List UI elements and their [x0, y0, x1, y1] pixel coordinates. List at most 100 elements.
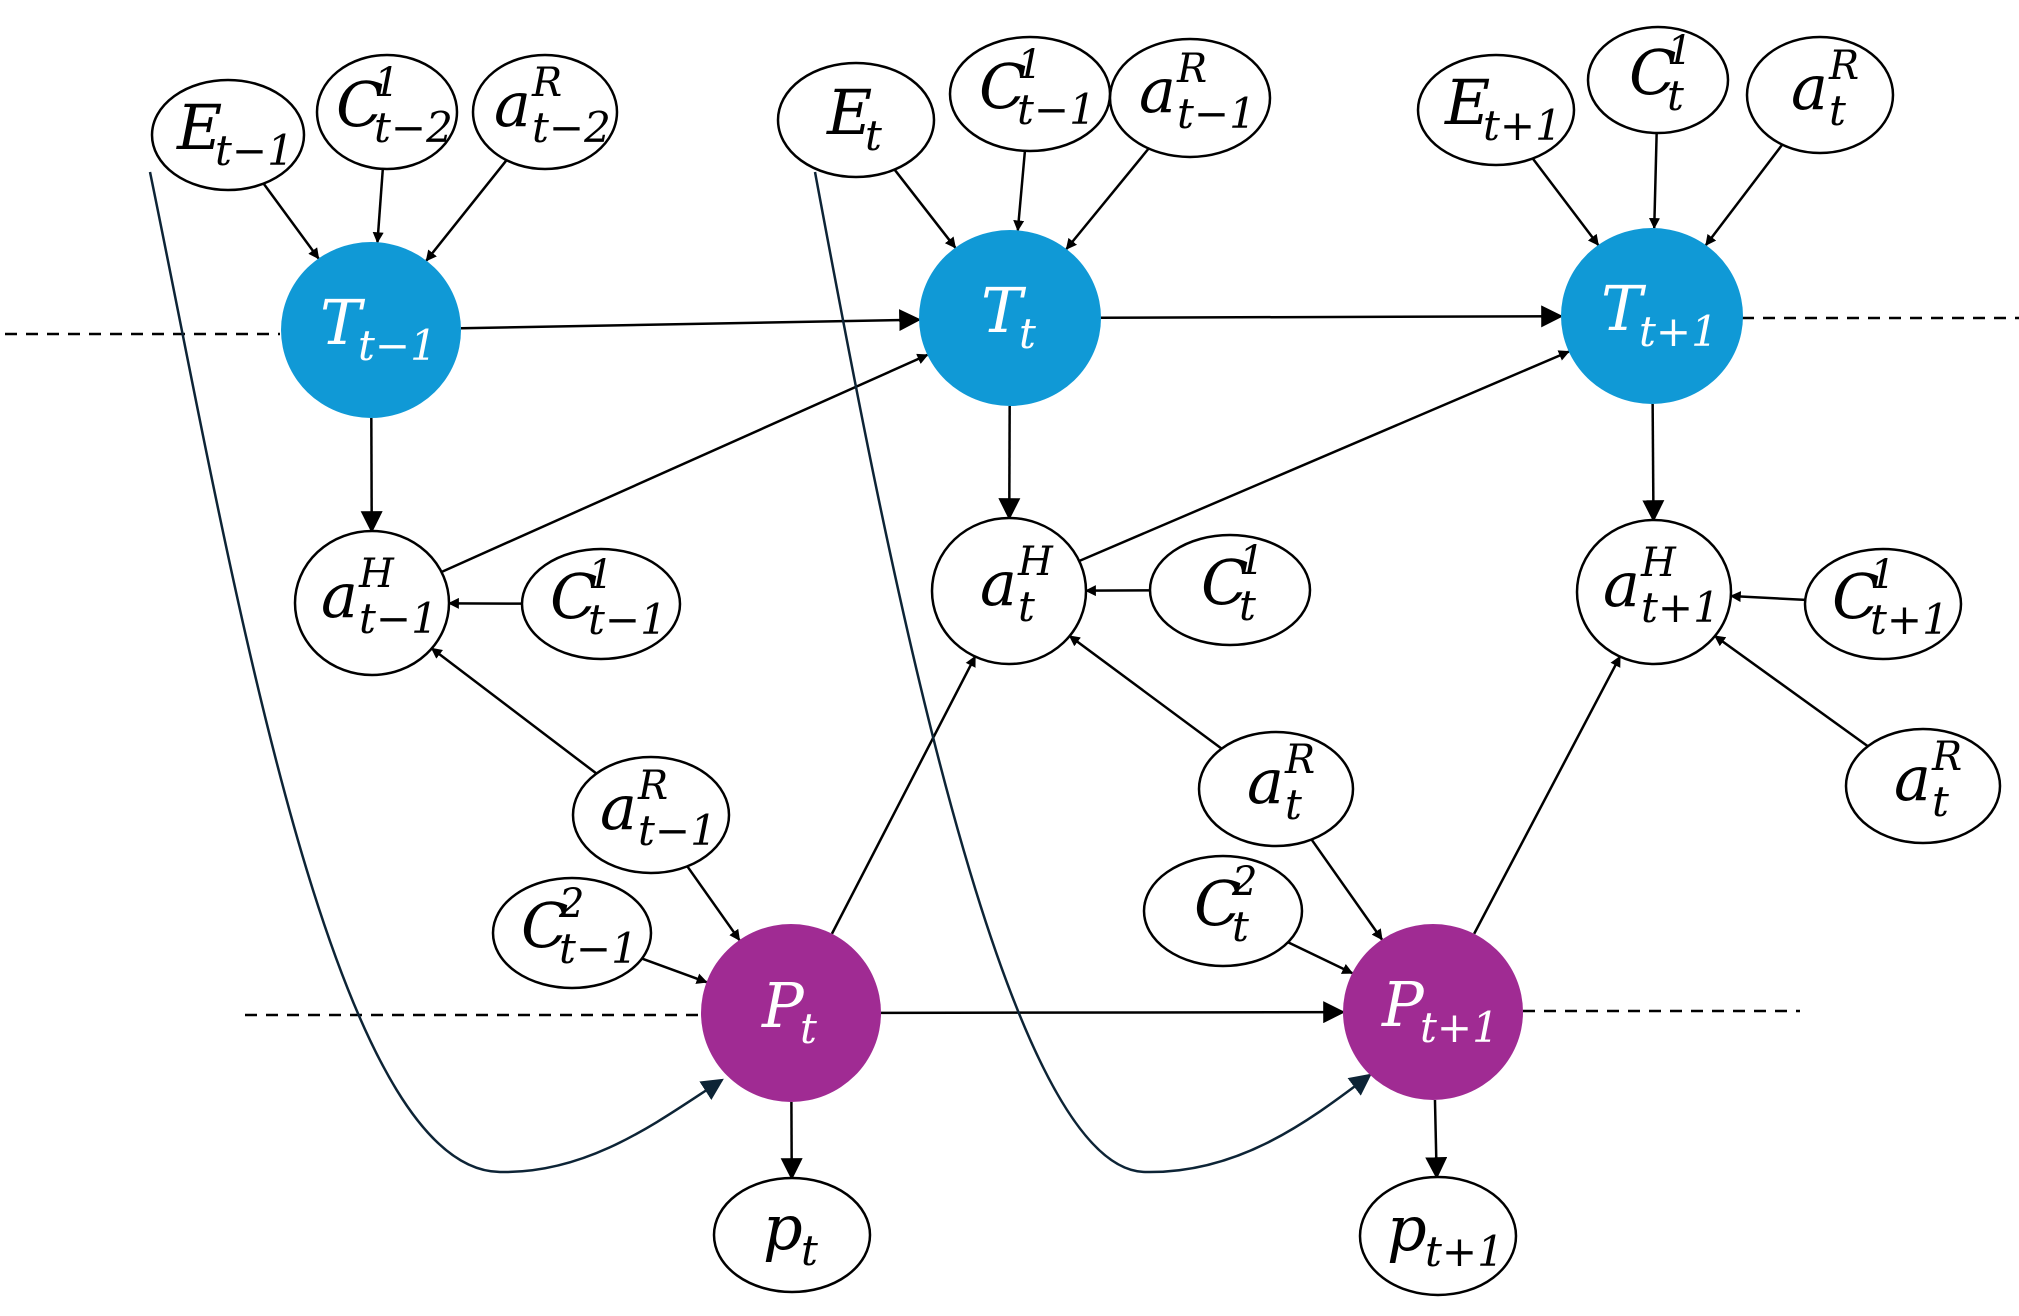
node-ellipse — [571, 755, 731, 875]
node-fill-circle — [1343, 924, 1523, 1100]
node-label-sub: t−1 — [1017, 85, 1096, 134]
node-label-sub: t−2 — [374, 103, 453, 152]
node-label-base: a — [1603, 548, 1640, 621]
node-C1_t_top: C1t — [1586, 25, 1730, 135]
node-p_t: pt — [712, 1176, 872, 1294]
edge-T_tm1-to-T_t — [460, 309, 922, 332]
node-label-base: C — [550, 560, 597, 633]
edge-aR_t_right-to-aH_tp1 — [1714, 634, 1869, 748]
node-ellipse — [1142, 854, 1304, 968]
node-C2_t: C2t — [1142, 854, 1304, 968]
node-label-sup: H — [1640, 540, 1677, 586]
node-label-base: T — [1601, 272, 1647, 345]
edge-C1_tm1_top-to-T_t — [1013, 150, 1027, 232]
node-label-sub: t+1 — [1420, 1003, 1499, 1052]
node-label-base: a — [980, 547, 1017, 620]
node-ellipse — [1844, 727, 2002, 845]
node-label-sub: t−2 — [532, 103, 611, 152]
node-label-base: a — [1139, 54, 1176, 127]
node-label-sub: t+1 — [1425, 1227, 1504, 1276]
edge-P_t-to-aH_t — [830, 655, 977, 935]
node-C1_tp1: C1t+1 — [1803, 547, 1963, 661]
node-ellipse — [1358, 1175, 1518, 1297]
node-label-base: C — [979, 50, 1026, 123]
node-label-sub: t−1 — [559, 924, 638, 973]
node-ellipse — [471, 53, 619, 171]
node-label-sup: 1 — [1239, 538, 1264, 584]
node-label-sup: 1 — [1870, 552, 1895, 598]
node-label-sup: 1 — [588, 552, 613, 598]
node-label-sub: t — [1232, 902, 1249, 951]
node-T_tp1: Tt+1 — [1561, 228, 1743, 404]
node-label-sup: 1 — [374, 60, 399, 106]
node-label-sub: t — [801, 1226, 818, 1275]
node-ellipse — [1148, 533, 1312, 647]
edges-layer — [5, 132, 2019, 1181]
node-C1_t_mid: C1t — [1148, 533, 1312, 647]
node-label-base: a — [600, 771, 637, 844]
edge-E_t-to-T_t — [893, 168, 957, 249]
edge-T_tp1-to-aH_tp1 — [1642, 403, 1665, 523]
node-ellipse — [520, 547, 682, 661]
node-label-base: T — [320, 286, 366, 359]
node-ellipse — [150, 78, 306, 192]
node-fill-circle — [919, 230, 1101, 406]
edge-C2_t-to-P_tp1 — [1287, 941, 1354, 975]
node-label-sup: H — [358, 551, 395, 597]
edge-E_tm1-to-P_t — [148, 171, 724, 1174]
node-label-base: a — [321, 559, 358, 632]
node-ellipse — [293, 529, 451, 677]
edge-E_tp1-to-T_tp1 — [1531, 157, 1600, 246]
edge-aR_tm1_low-to-P_t — [686, 865, 741, 941]
node-E_t: Et — [776, 61, 936, 179]
node-label-sup: H — [1017, 539, 1054, 585]
node-E_tp1: Et+1 — [1416, 53, 1576, 167]
edge-aR_t_low-to-aH_t — [1068, 634, 1223, 750]
node-label-base: a — [1791, 51, 1828, 124]
edge-aH_tm1-to-T_t — [440, 353, 929, 574]
edge-aR_t_top-to-T_tp1 — [1704, 143, 1784, 246]
node-label-sub: t+1 — [1641, 583, 1720, 632]
node-T_t: Tt — [919, 230, 1101, 406]
node-ellipse — [491, 876, 653, 990]
edge-P_tp1-to-p_tp1 — [1425, 1099, 1448, 1180]
node-label-sub: t — [1239, 581, 1256, 630]
edge-aR_tm2-to-T_tm1 — [425, 159, 508, 262]
node-ellipse — [315, 53, 459, 171]
node-ellipse — [776, 61, 936, 179]
node-label-sub: t−1 — [358, 321, 437, 370]
node-label-sup: 2 — [1231, 859, 1257, 905]
edge-T_t-to-T_tp1 — [1100, 305, 1564, 328]
edge-P_tp1-to-aH_tp1 — [1473, 655, 1622, 935]
node-label-sup: 1 — [1017, 42, 1042, 88]
node-ellipse — [712, 1176, 872, 1294]
node-label-base: a — [1247, 745, 1284, 818]
node-label-base: P — [761, 969, 805, 1042]
node-label-sub: t+1 — [1483, 101, 1562, 150]
node-label-sup: R — [531, 60, 562, 106]
node-ellipse — [1575, 518, 1733, 666]
node-label-base: C — [336, 68, 383, 141]
node-label-sub: t — [1018, 582, 1035, 631]
node-label-sub: t−1 — [359, 594, 438, 643]
node-fill-circle — [1561, 228, 1743, 404]
node-label-sub: t — [1019, 309, 1036, 358]
node-label-base: E — [176, 91, 222, 164]
node-label-base: E — [1444, 66, 1490, 139]
edge-aR_tm1_top-to-T_t — [1065, 147, 1150, 250]
node-ellipse — [1416, 53, 1576, 167]
node-label-base: C — [521, 889, 568, 962]
node-label-base: a — [1894, 742, 1931, 815]
node-label-sub: t+1 — [1870, 595, 1949, 644]
node-label-base: E — [826, 76, 872, 149]
node-label-sub: t−1 — [638, 806, 717, 855]
node-label-sub: t — [1667, 71, 1684, 120]
